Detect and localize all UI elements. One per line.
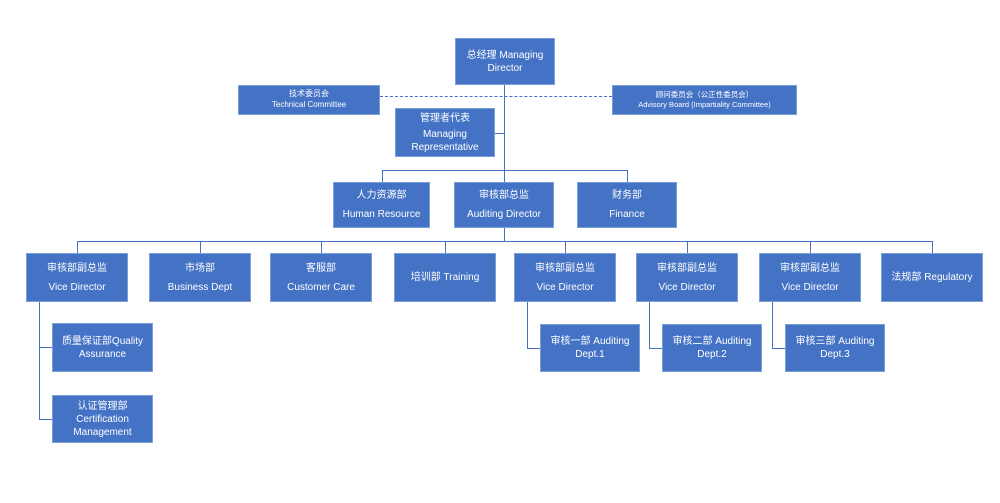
connector-level3-manifold <box>382 170 627 171</box>
node-label-en: Customer Care <box>287 281 355 293</box>
connector-level4-manifold <box>77 241 932 242</box>
node-label: 培训部 Training <box>410 272 480 283</box>
node-label-zh: 认证管理部 <box>77 400 128 412</box>
node-label-en: Vice Director <box>658 281 716 293</box>
node-label: 质量保证部Quality Assurance <box>61 335 144 360</box>
node-training: 培训部 Training <box>394 253 496 302</box>
node-auditing-dept-1: 审核一部 Auditing Dept.1 <box>540 324 640 372</box>
connector-center-vertical <box>504 85 505 182</box>
connector-stub-business-dept <box>200 241 201 253</box>
node-label-zh: 客服部 <box>306 262 336 274</box>
node-certification-management: 认证管理部 Certification Management <box>52 395 153 443</box>
connector-stub-vice-director-4 <box>810 241 811 253</box>
node-label-en: Vice Director <box>48 281 106 293</box>
node-label-en: Certification Management <box>73 413 132 438</box>
connector-auditing-dept1-vertical <box>527 302 528 348</box>
node-label-zh: 审核部总监 <box>479 190 529 201</box>
connector-auditing-dept2-vertical <box>649 302 650 348</box>
connector-stub-quality-assurance <box>39 347 52 348</box>
node-label: 审核二部 Auditing Dept.2 <box>672 336 752 360</box>
node-label: 审核一部 Auditing Dept.1 <box>550 336 630 360</box>
connector-stub-certification-management <box>39 419 52 420</box>
connector-vice1-chain-vertical <box>39 302 40 419</box>
node-vice-director-4: 审核部副总监 Vice Director <box>759 253 861 302</box>
node-auditing-director: 审核部总监 Auditing Director <box>454 182 554 228</box>
node-label-en: Technical Committee <box>271 100 347 109</box>
node-label-zh: 审核部副总监 <box>47 262 107 274</box>
connector-auditing-dept3-vertical <box>772 302 773 348</box>
node-label-zh: 顾问委员会（公正性委员会） <box>655 89 754 99</box>
node-quality-assurance: 质量保证部Quality Assurance <box>52 323 153 372</box>
node-vice-director-1: 审核部副总监 Vice Director <box>26 253 128 302</box>
connector-stub-vice-director-1 <box>77 241 78 253</box>
node-label: 法规部 Regulatory <box>891 272 973 283</box>
node-label-en: Advisory Board (Impartiality Committee) <box>638 100 771 109</box>
node-label-en: Business Dept <box>167 281 233 293</box>
node-label: 审核三部 Auditing Dept.3 <box>795 336 875 360</box>
connector-stub-human-resource <box>382 170 383 182</box>
node-managing-representative: 管理者代表 Managing Representative <box>395 108 495 157</box>
node-technical-committee: 技术委员会 Technical Committee <box>238 85 380 115</box>
node-label-zh: 审核部副总监 <box>780 262 840 274</box>
connector-committees-dashed <box>380 96 612 97</box>
node-label-zh: 人力资源部 <box>356 190 407 201</box>
node-label-zh: 管理者代表 <box>420 112 470 124</box>
connector-managing-representative <box>495 133 504 134</box>
node-label-zh: 审核部副总监 <box>535 262 595 274</box>
connector-stub-vice-director-2 <box>565 241 566 253</box>
node-label-zh: 审核部副总监 <box>657 262 717 274</box>
connector-stub-finance <box>627 170 628 182</box>
connector-stub-auditing-dept2 <box>649 348 662 349</box>
node-label-en: Human Resource <box>342 209 421 220</box>
node-finance: 财务部 Finance <box>577 182 677 228</box>
node-regulatory: 法规部 Regulatory <box>881 253 983 302</box>
node-vice-director-2: 审核部副总监 Vice Director <box>514 253 616 302</box>
node-human-resource: 人力资源部 Human Resource <box>333 182 430 228</box>
node-label-en: Managing Representative <box>411 128 479 153</box>
node-managing-director: 总经理 Managing Director <box>455 38 555 85</box>
connector-stub-auditing-dept3 <box>772 348 785 349</box>
connector-stub-customer-care <box>321 241 322 253</box>
node-customer-care: 客服部 Customer Care <box>270 253 372 302</box>
node-label: 总经理 Managing Director <box>466 49 544 74</box>
node-label-zh: 市场部 <box>185 262 215 274</box>
node-auditing-dept-2: 审核二部 Auditing Dept.2 <box>662 324 762 372</box>
connector-auditing-director-down <box>504 228 505 241</box>
node-label-en: Vice Director <box>781 281 839 293</box>
node-label-zh: 技术委员会 <box>289 89 329 99</box>
node-auditing-dept-3: 审核三部 Auditing Dept.3 <box>785 324 885 372</box>
node-label-zh: 财务部 <box>612 190 642 201</box>
connector-stub-vice-director-3 <box>687 241 688 253</box>
node-label-en: Finance <box>609 209 645 220</box>
node-label-en: Auditing Director <box>467 209 541 220</box>
node-vice-director-3: 审核部副总监 Vice Director <box>636 253 738 302</box>
connector-stub-auditing-dept1 <box>527 348 540 349</box>
connector-stub-training <box>445 241 446 253</box>
node-advisory-board: 顾问委员会（公正性委员会） Advisory Board (Impartiali… <box>612 85 797 115</box>
node-business-dept: 市场部 Business Dept <box>149 253 251 302</box>
connector-stub-regulatory <box>932 241 933 253</box>
node-label-en: Vice Director <box>536 281 594 293</box>
